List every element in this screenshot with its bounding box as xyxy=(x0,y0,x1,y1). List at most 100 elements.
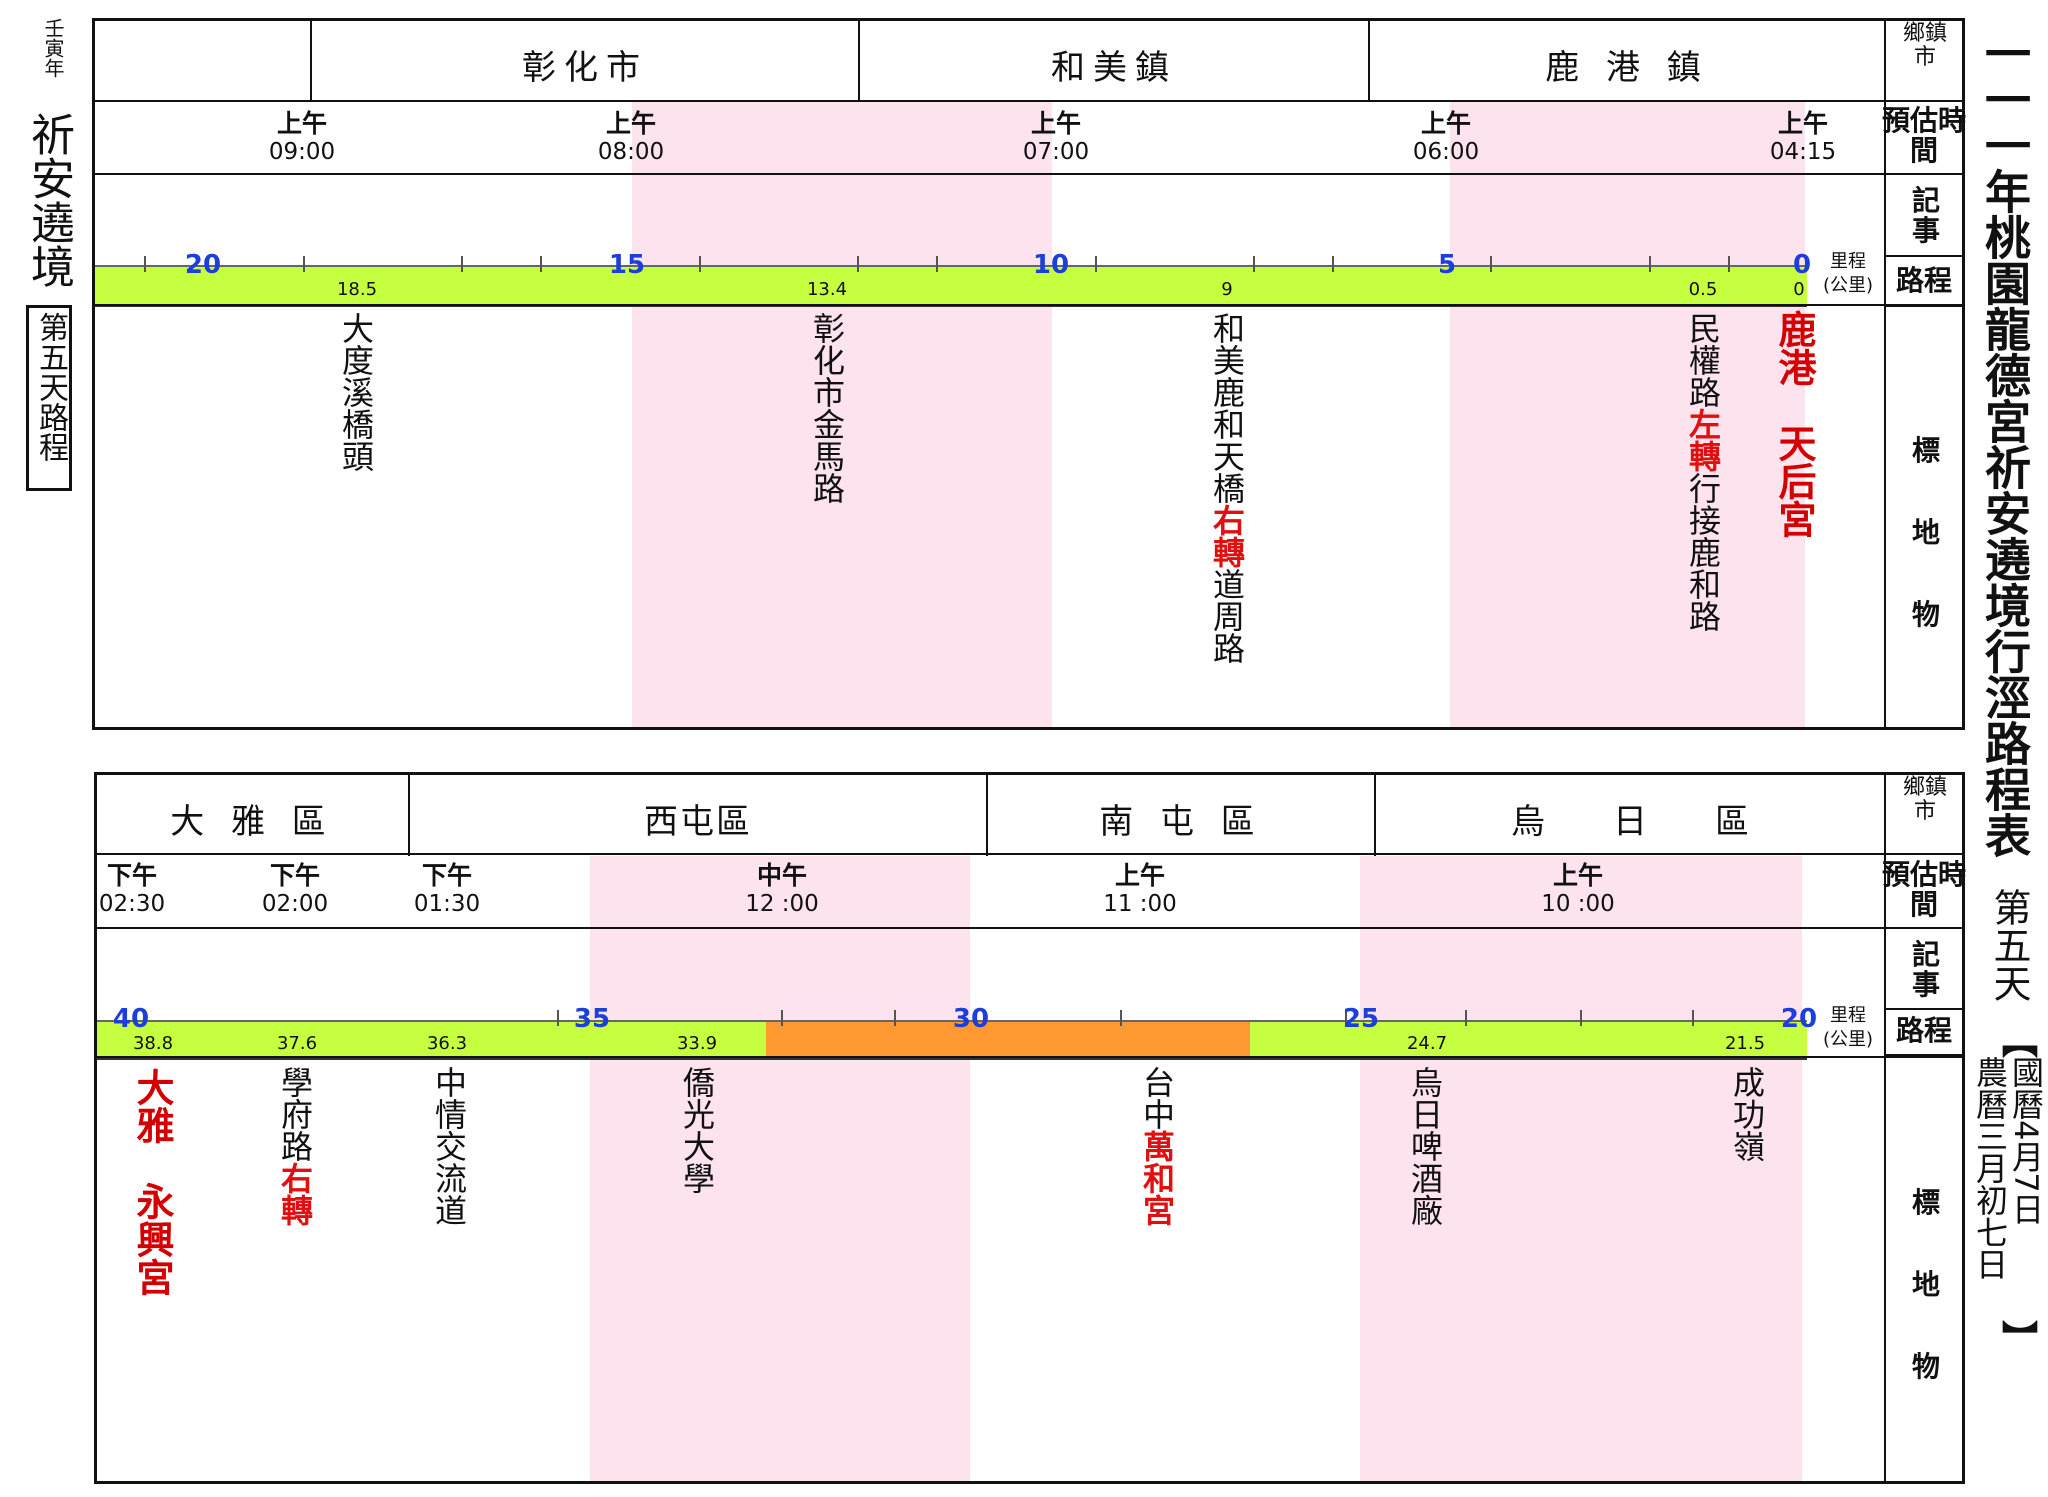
unit-top: 里程 xyxy=(1830,1005,1866,1026)
event-title: 祈安遶境 xyxy=(23,112,74,288)
time-value: 11 :00 xyxy=(1103,891,1177,917)
time-value: 12 :00 xyxy=(745,891,819,917)
landmark-daya-yongxing-temple: 大雅 永興宮 xyxy=(130,1068,174,1296)
time-value: 02:00 xyxy=(261,891,329,917)
time-ampm: 上午 xyxy=(1552,861,1603,890)
bottom-row-line-4 xyxy=(1884,1054,1965,1056)
top-km-5: 5 xyxy=(1437,250,1457,280)
time-ampm: 上午 xyxy=(1114,861,1165,890)
top-tick xyxy=(857,256,859,272)
time-ampm: 上午 xyxy=(605,109,656,138)
top-unit-label: 里程 (公里) xyxy=(1818,250,1878,298)
top-km-20: 20 xyxy=(184,250,222,280)
bottom-road-orange-segment xyxy=(766,1022,1250,1056)
bottom-road-bottom-line xyxy=(94,1056,1965,1058)
landmark-xuefu-road: 學府路右轉 xyxy=(276,1066,314,1226)
bottom-tick xyxy=(894,1010,896,1026)
bottom-region-div-3 xyxy=(1374,772,1376,856)
time-ampm: 下午 xyxy=(269,861,320,890)
bottom-row-line-2 xyxy=(94,927,1965,929)
landmark-text: 道周路 xyxy=(1208,568,1246,664)
temple-name-text: 萬和宮 xyxy=(1138,1130,1176,1226)
top-row-line-4 xyxy=(1884,305,1965,307)
top-row-line-2 xyxy=(92,173,1965,175)
bottom-label-region: 鄉鎮市 xyxy=(1902,775,1947,824)
top-tick xyxy=(699,256,701,272)
landmark-text: 中情交流道 xyxy=(430,1066,468,1226)
top-region-div-3 xyxy=(1368,18,1370,102)
top-label-landmarks: 標地物 xyxy=(1911,434,1940,631)
bottom-row-line-3 xyxy=(1884,1008,1965,1010)
bottom-tick xyxy=(1465,1010,1467,1026)
top-tick xyxy=(1490,256,1492,272)
time-value: 06:00 xyxy=(1412,139,1480,165)
bottom-km-36-3: 36.3 xyxy=(426,1033,468,1054)
time-value: 02:30 xyxy=(98,891,166,917)
landmark-zhongqing-interchange: 中情交流道 xyxy=(430,1066,468,1226)
bottom-region-wuri: 烏 日 區 xyxy=(1511,802,1749,842)
top-tick xyxy=(1253,256,1255,272)
top-km-9: 9 xyxy=(1221,279,1233,300)
bottom-tick xyxy=(1120,1010,1122,1026)
bottom-label-notes: 記事 xyxy=(1911,938,1940,1001)
landmark-chenggong-ridge: 成功嶺 xyxy=(1728,1066,1766,1162)
bottom-band-2 xyxy=(1360,856,1802,1481)
bottom-tick xyxy=(1345,1010,1347,1026)
landmark-wuri-brewery: 烏日啤酒廠 xyxy=(1406,1066,1444,1226)
top-tick xyxy=(1649,256,1651,272)
top-road-bottom-line xyxy=(92,304,1965,306)
turn-right-text: 右轉 xyxy=(276,1162,314,1226)
bracket-open: 【 xyxy=(1996,1022,2037,1058)
bottom-label-divider xyxy=(1884,772,1886,1484)
landmark-text: 學府路 xyxy=(276,1066,314,1162)
turn-left-text: 左轉 xyxy=(1684,408,1722,472)
landmark-text: 和美鹿和天橋 xyxy=(1208,312,1246,504)
time-value: 08:00 xyxy=(597,139,665,165)
top-band-1 xyxy=(632,102,1052,727)
landmark-lukang-tianhou-temple: 鹿港 天后宮 xyxy=(1772,310,1816,538)
bottom-km-35: 35 xyxy=(573,1004,611,1034)
main-title: 一一一年桃園龍德宮祈安遶境行涇路程表 xyxy=(1978,30,2032,858)
top-region-div-2 xyxy=(858,18,860,102)
date-lunar: 農曆三月初七日 xyxy=(1971,1056,2009,1280)
bottom-tick xyxy=(557,1010,559,1026)
date-solar: 國曆4月7日 xyxy=(2007,1056,2045,1225)
year-label: 壬寅年 xyxy=(41,18,65,78)
time-ampm: 下午 xyxy=(421,861,472,890)
time-value: 09:00 xyxy=(268,139,336,165)
unit-bottom: (公里) xyxy=(1822,1029,1874,1050)
bottom-row-line-1 xyxy=(94,853,1965,855)
top-label-region: 鄉鎮市 xyxy=(1902,21,1947,70)
time-ampm: 上午 xyxy=(1420,109,1471,138)
bottom-label-time: 預估時間 xyxy=(1881,858,1966,921)
time-ampm: 中午 xyxy=(756,861,807,890)
landmark-text: 鹿港 天后宮 xyxy=(1772,310,1816,538)
top-label-divider xyxy=(1884,18,1886,730)
top-km-10: 10 xyxy=(1032,250,1070,280)
landmark-text: 大度溪橋頭 xyxy=(337,312,375,472)
top-row-line-3 xyxy=(1884,255,1965,257)
top-tick xyxy=(936,256,938,272)
unit-top: 里程 xyxy=(1830,251,1866,272)
landmark-text: 成功嶺 xyxy=(1728,1066,1766,1162)
unit-bottom: (公里) xyxy=(1822,275,1874,296)
bottom-unit-label: 里程 (公里) xyxy=(1818,1004,1878,1052)
top-tick xyxy=(540,256,542,272)
time-value: 01:30 xyxy=(413,891,481,917)
bottom-region-xitun: 西屯區 xyxy=(644,802,752,842)
bottom-km-38-8: 38.8 xyxy=(132,1033,174,1054)
top-region-changhua: 彰化市 xyxy=(522,48,648,88)
landmark-text: 行接鹿和路 xyxy=(1684,472,1722,632)
bottom-km-37-6: 37.6 xyxy=(276,1033,318,1054)
bottom-km-33-9: 33.9 xyxy=(676,1033,718,1054)
bottom-label-route: 路程 xyxy=(1895,1014,1952,1047)
landmark-text: 台中 xyxy=(1138,1066,1176,1130)
bottom-label-landmarks: 標地物 xyxy=(1911,1186,1940,1383)
top-label-route: 路程 xyxy=(1895,264,1952,297)
bottom-km-30: 30 xyxy=(952,1004,990,1034)
landmark-minquan-road: 民權路左轉行接鹿和路 xyxy=(1684,312,1722,632)
